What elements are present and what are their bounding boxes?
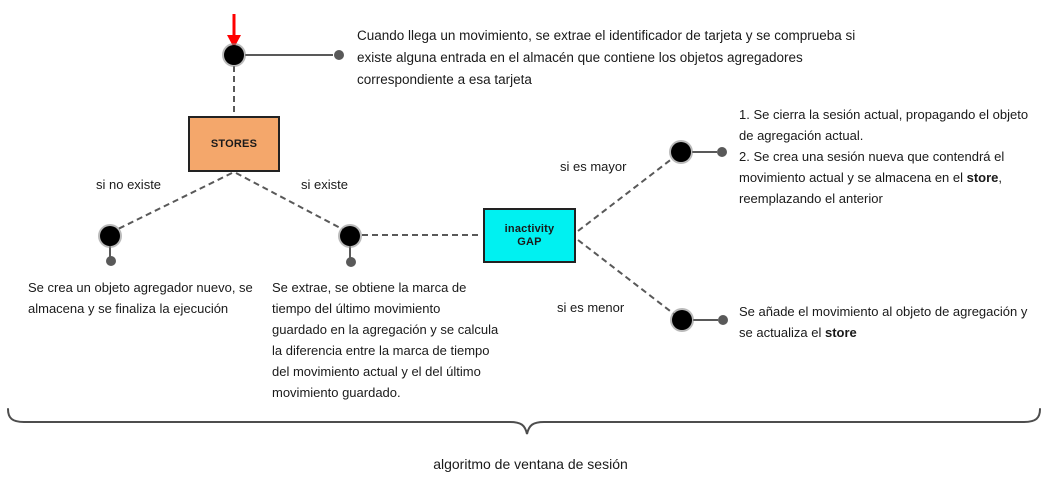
diagram-caption: algoritmo de ventana de sesión [433, 456, 628, 472]
note-no-existe: Se crea un objeto agregador nuevo, se al… [28, 280, 253, 316]
edge-label-si-es-menor: si es menor [557, 300, 625, 315]
note-mayor: 1. Se cierra la sesión actual, propagand… [739, 107, 1029, 206]
leader-end-dot-menor [718, 315, 728, 325]
leader-end-dot-existe [346, 257, 356, 267]
curly-brace [7, 408, 1041, 435]
stores-box: STORES [188, 116, 280, 172]
note-menor: Se añade el movimiento al objeto de agre… [739, 304, 1028, 340]
node-start-dot [224, 45, 244, 65]
red-arrow-icon [227, 14, 241, 48]
leader-end-dot-mayor [717, 147, 727, 157]
edge-label-si-no-existe: si no existe [96, 177, 162, 192]
node-menor-dot [672, 310, 692, 330]
node-existe-dot [340, 226, 360, 246]
stores-box-label: STORES [210, 137, 258, 150]
node-noexiste-dot [100, 226, 120, 246]
leader-end-dot-noexiste [106, 256, 116, 266]
note-existe: Se extrae, se obtiene la marca de tiempo… [272, 280, 499, 400]
node-mayor-dot [671, 142, 691, 162]
note-start: Cuando llega un movimiento, se extrae el… [357, 28, 856, 87]
leader-end-dot-start [334, 50, 344, 60]
edge-label-si-es-mayor: si es mayor [560, 159, 627, 174]
edge-label-si-existe: si existe [301, 177, 348, 192]
